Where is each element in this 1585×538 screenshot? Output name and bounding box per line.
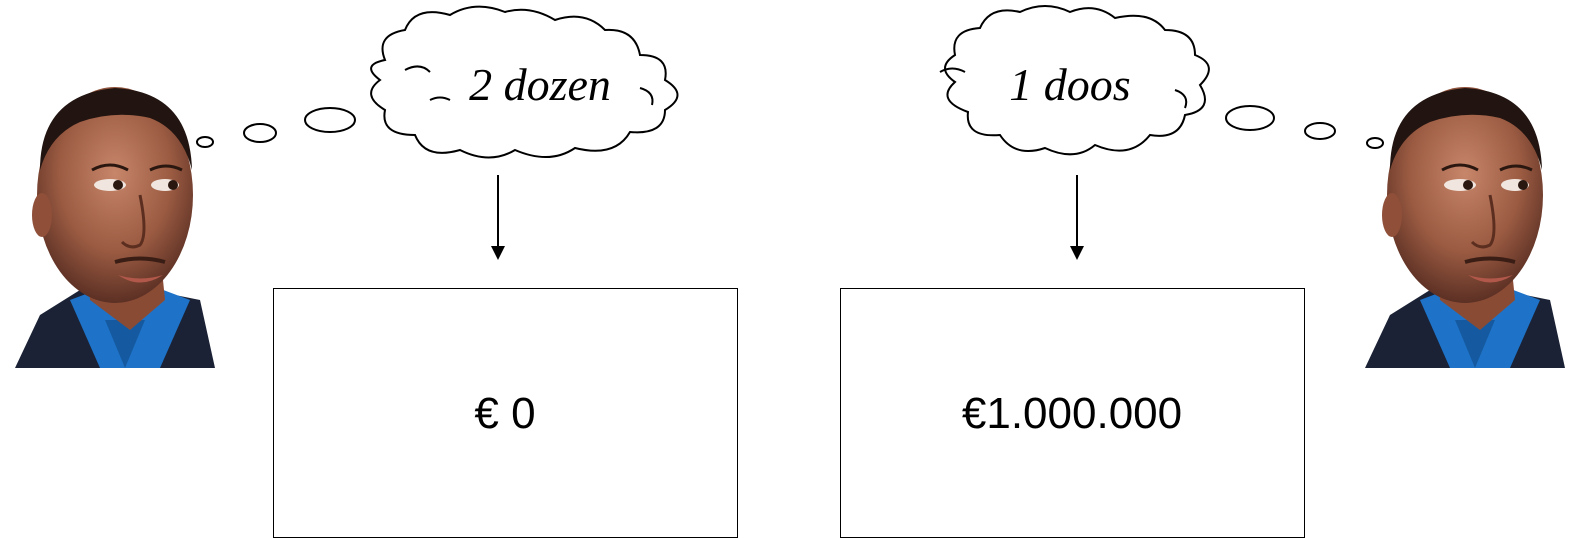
thought-right-text: 1 doos: [1009, 59, 1131, 110]
amount-right-text: €1.000.000: [961, 389, 1183, 438]
person-right-icon: [1365, 87, 1565, 368]
amount-box-right: €1.000.000: [840, 288, 1305, 538]
thought-bubbles-left: [196, 107, 356, 148]
arrow-down-left-icon: [491, 175, 505, 260]
thought-bubbles-right: [1225, 105, 1384, 149]
person-left-icon: [15, 87, 215, 368]
arrow-down-right-icon: [1070, 175, 1084, 260]
amount-box-left: € 0: [273, 288, 738, 538]
amount-left-text: € 0: [474, 389, 536, 438]
thought-cloud-right-icon: [944, 5, 1210, 156]
thought-cloud-left-icon: [370, 5, 679, 159]
thought-left-text: 2 dozen: [469, 59, 611, 110]
